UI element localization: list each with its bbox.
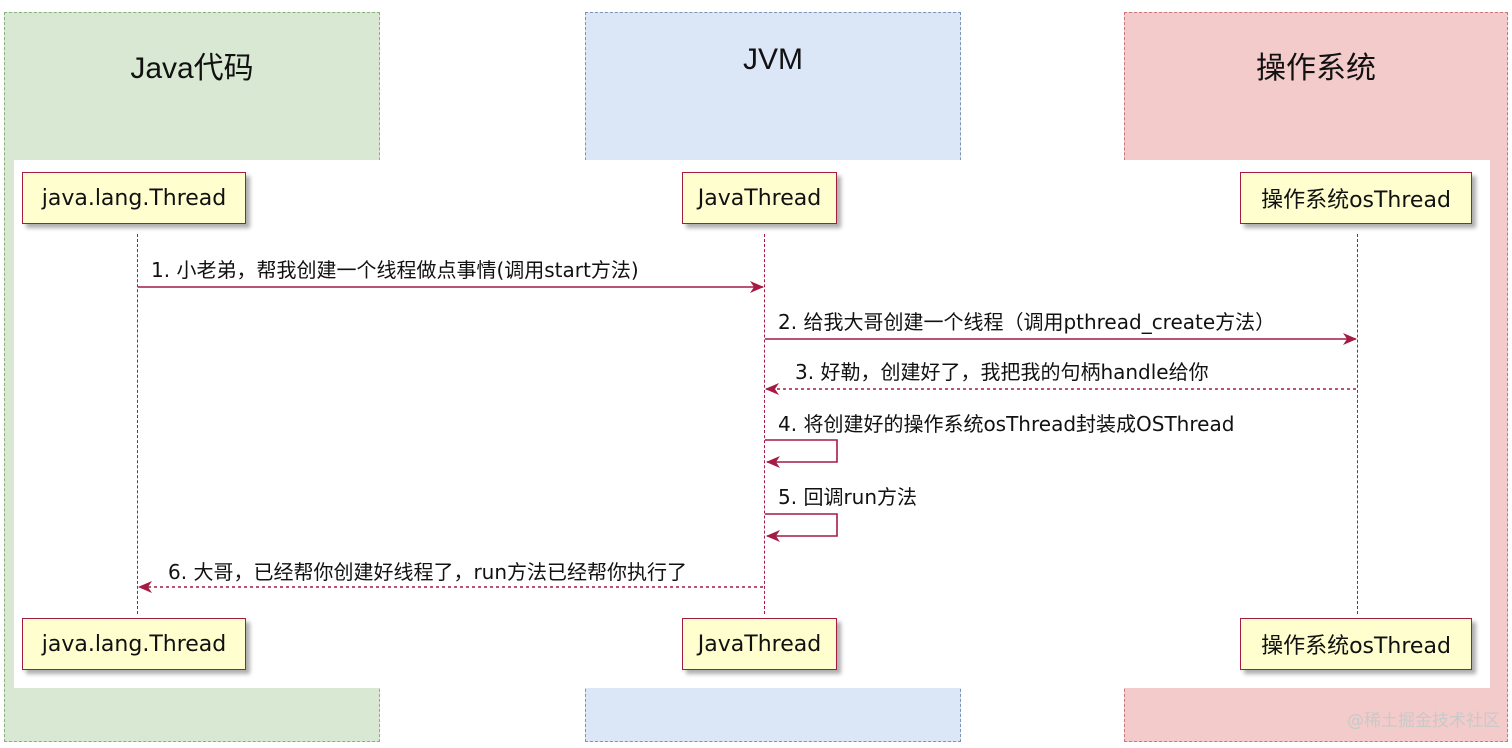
swimlane-title-java-code: Java代码 [130, 52, 254, 85]
participant-java-thread-top: java.lang.Thread [22, 172, 246, 224]
arrow-msg-5-self [765, 513, 838, 542]
lifeline-jvm-thread [764, 234, 765, 614]
participant-os-thread-top: 操作系统osThread [1240, 172, 1472, 224]
message-label-4: 4. 将创建好的操作系统osThread封装成OSThread [778, 412, 1235, 436]
lifeline-java-thread [137, 234, 138, 614]
arrow-msg-4-self [765, 439, 838, 468]
message-label-2: 2. 给我大哥创建一个线程（调用pthread_create方法） [778, 310, 1276, 334]
lifeline-os-thread [1357, 234, 1358, 614]
swimlane-title-jvm: JVM [743, 43, 803, 76]
message-label-3: 3. 好勒，创建好了，我把我的句柄handle给你 [795, 360, 1209, 384]
sequence-canvas [14, 160, 1490, 688]
swimlane-title-operating-system: 操作系统 [1256, 52, 1376, 85]
watermark: @稀土掘金技术社区 [1347, 711, 1500, 731]
participant-jvm-thread-bottom: JavaThread [682, 618, 837, 670]
message-label-1: 1. 小老弟，帮我创建一个线程做点事情(调用start方法) [151, 258, 639, 282]
participant-jvm-thread-top: JavaThread [682, 172, 837, 224]
participant-os-thread-bottom: 操作系统osThread [1240, 618, 1472, 670]
message-label-6: 6. 大哥，已经帮你创建好线程了，run方法已经帮你执行了 [168, 560, 688, 584]
participant-java-thread-bottom: java.lang.Thread [22, 618, 246, 670]
message-label-5: 5. 回调run方法 [778, 485, 918, 509]
